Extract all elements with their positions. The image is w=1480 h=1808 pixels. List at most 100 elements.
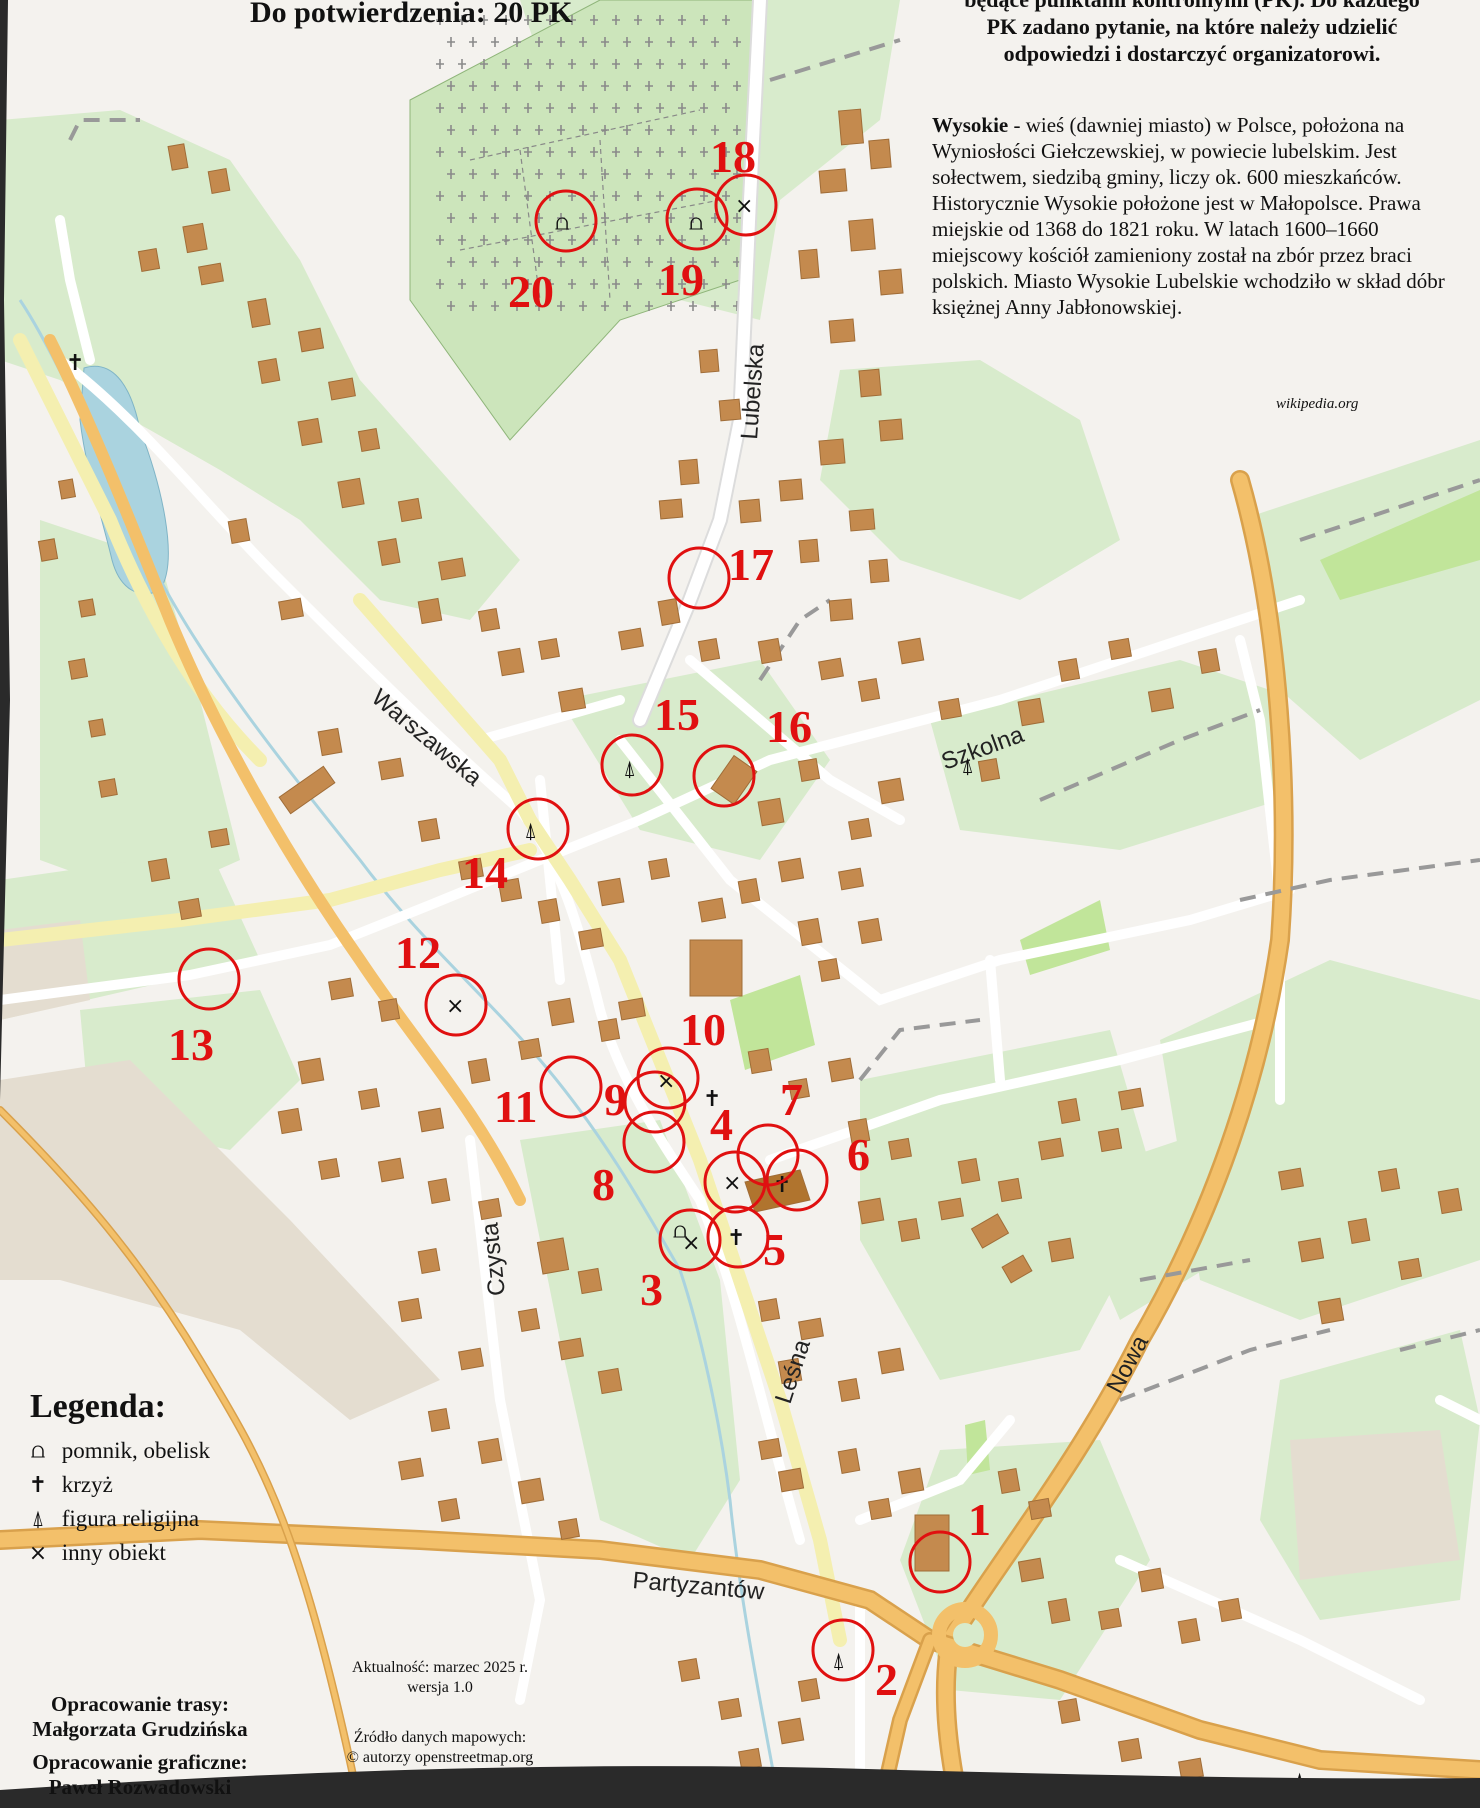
checkpoint-circle-14[interactable] — [506, 797, 570, 861]
building — [1347, 1218, 1371, 1244]
building — [536, 1237, 570, 1275]
cemetery-cross — [568, 235, 576, 245]
cemetery-cross — [601, 81, 609, 91]
cross-icon: ✝ — [727, 1226, 745, 1251]
building — [1028, 1497, 1052, 1521]
checkpoint-label-8: 8 — [592, 1159, 615, 1210]
checkpoint-circle-7[interactable] — [736, 1123, 800, 1187]
cemetery-cross — [546, 235, 554, 245]
description-text: - wieś (dawniej miasto) w Polsce, położo… — [932, 113, 1445, 319]
building — [1137, 1567, 1165, 1593]
checkpoint-circle-11[interactable] — [539, 1055, 603, 1119]
building — [477, 608, 501, 632]
checkpoint-label-5: 5 — [763, 1224, 786, 1275]
building — [477, 1437, 503, 1465]
cemetery-paths — [459, 109, 721, 301]
cemetery-cross — [656, 147, 664, 157]
church-building — [744, 1169, 811, 1213]
building — [718, 1697, 742, 1721]
building — [337, 477, 365, 509]
building — [777, 857, 805, 883]
checkpoint-circle-20[interactable] — [534, 189, 598, 253]
building — [877, 1347, 905, 1375]
building — [757, 1298, 781, 1322]
cemetery-cross — [524, 15, 532, 25]
cemetery-cross — [491, 213, 499, 223]
building — [797, 1678, 821, 1702]
building — [198, 262, 224, 286]
cemetery-cross — [590, 191, 598, 201]
cemetery-cross — [645, 213, 653, 223]
cemetery-cross — [612, 15, 620, 25]
building — [710, 754, 758, 806]
cemetery-cross — [513, 37, 521, 47]
building — [517, 1308, 541, 1332]
building — [1057, 1698, 1081, 1724]
building — [578, 927, 604, 951]
building — [977, 758, 1001, 782]
building — [1147, 687, 1175, 713]
checkpoint-label-10: 10 — [680, 1004, 726, 1055]
building — [207, 168, 231, 194]
graphics-label: Opracowanie graficzne: — [32, 1750, 248, 1774]
legend-item-monument: ⩍ pomnik, obelisk — [20, 1438, 210, 1464]
building — [208, 827, 230, 849]
cemetery-cross — [502, 103, 510, 113]
checkpoint-circle-19[interactable] — [665, 187, 729, 251]
building — [647, 857, 671, 881]
building — [558, 1337, 584, 1361]
building — [848, 817, 872, 841]
building — [247, 298, 271, 328]
checkpoint-circle-4[interactable] — [703, 1150, 767, 1214]
checkpoint-circle-8[interactable] — [622, 1110, 686, 1174]
checkpoint-circle-18[interactable] — [714, 173, 778, 237]
cemetery-cross — [568, 147, 576, 157]
building — [78, 598, 96, 618]
checkpoint-circle-17[interactable] — [667, 546, 731, 610]
cemetery-cross — [568, 15, 576, 25]
cemetery-cross — [458, 191, 466, 201]
building — [897, 1218, 921, 1242]
cemetery-cross — [535, 37, 543, 47]
building — [877, 777, 905, 805]
checkpoint-circle-12[interactable] — [424, 973, 488, 1037]
monument-icon: ⩍ — [555, 211, 569, 236]
checkpoint-circle-5[interactable] — [706, 1205, 770, 1269]
cemetery-cross — [700, 279, 708, 289]
checkpoint-circle-13[interactable] — [177, 947, 241, 1011]
cemetery-cross — [480, 279, 488, 289]
cemetery-cross — [645, 257, 653, 267]
intro-text: będące punktami kontrolnymi (PK). Do każ… — [912, 0, 1472, 67]
building — [137, 248, 161, 272]
checkpoint-circle-10[interactable] — [636, 1046, 700, 1110]
checkpoint-circle-15[interactable] — [600, 733, 664, 797]
bottom-edge-shadow — [0, 1766, 1480, 1808]
checkpoint-circle-3[interactable] — [658, 1208, 722, 1272]
checkpoint-label-7: 7 — [780, 1074, 803, 1125]
building — [417, 818, 441, 842]
building — [858, 368, 882, 398]
building — [738, 1747, 762, 1771]
building — [1097, 1127, 1123, 1153]
building — [398, 1457, 424, 1481]
checkpoint-circle-16[interactable] — [692, 744, 756, 808]
legend-label: figura religijna — [61, 1506, 200, 1531]
building — [597, 1018, 621, 1042]
cemetery-cross — [634, 147, 642, 157]
cemetery-cross — [568, 59, 576, 69]
building — [497, 647, 525, 677]
roundabout-centre — [953, 1623, 977, 1647]
checkpoint-circle-1[interactable] — [908, 1530, 972, 1594]
building — [828, 598, 854, 622]
page-title: Do potwierdzenia: 20 PK — [250, 0, 573, 29]
legend-label: inny obiekt — [61, 1540, 166, 1565]
cemetery-cross — [645, 169, 653, 179]
checkpoint-circle-2[interactable] — [811, 1618, 875, 1682]
checkpoint-label-6: 6 — [847, 1129, 870, 1180]
cemetery-cross — [436, 103, 444, 113]
building — [914, 1514, 950, 1572]
legend-title: Legenda: — [30, 1388, 166, 1425]
cemetery-cross — [700, 147, 708, 157]
building — [357, 1087, 381, 1111]
